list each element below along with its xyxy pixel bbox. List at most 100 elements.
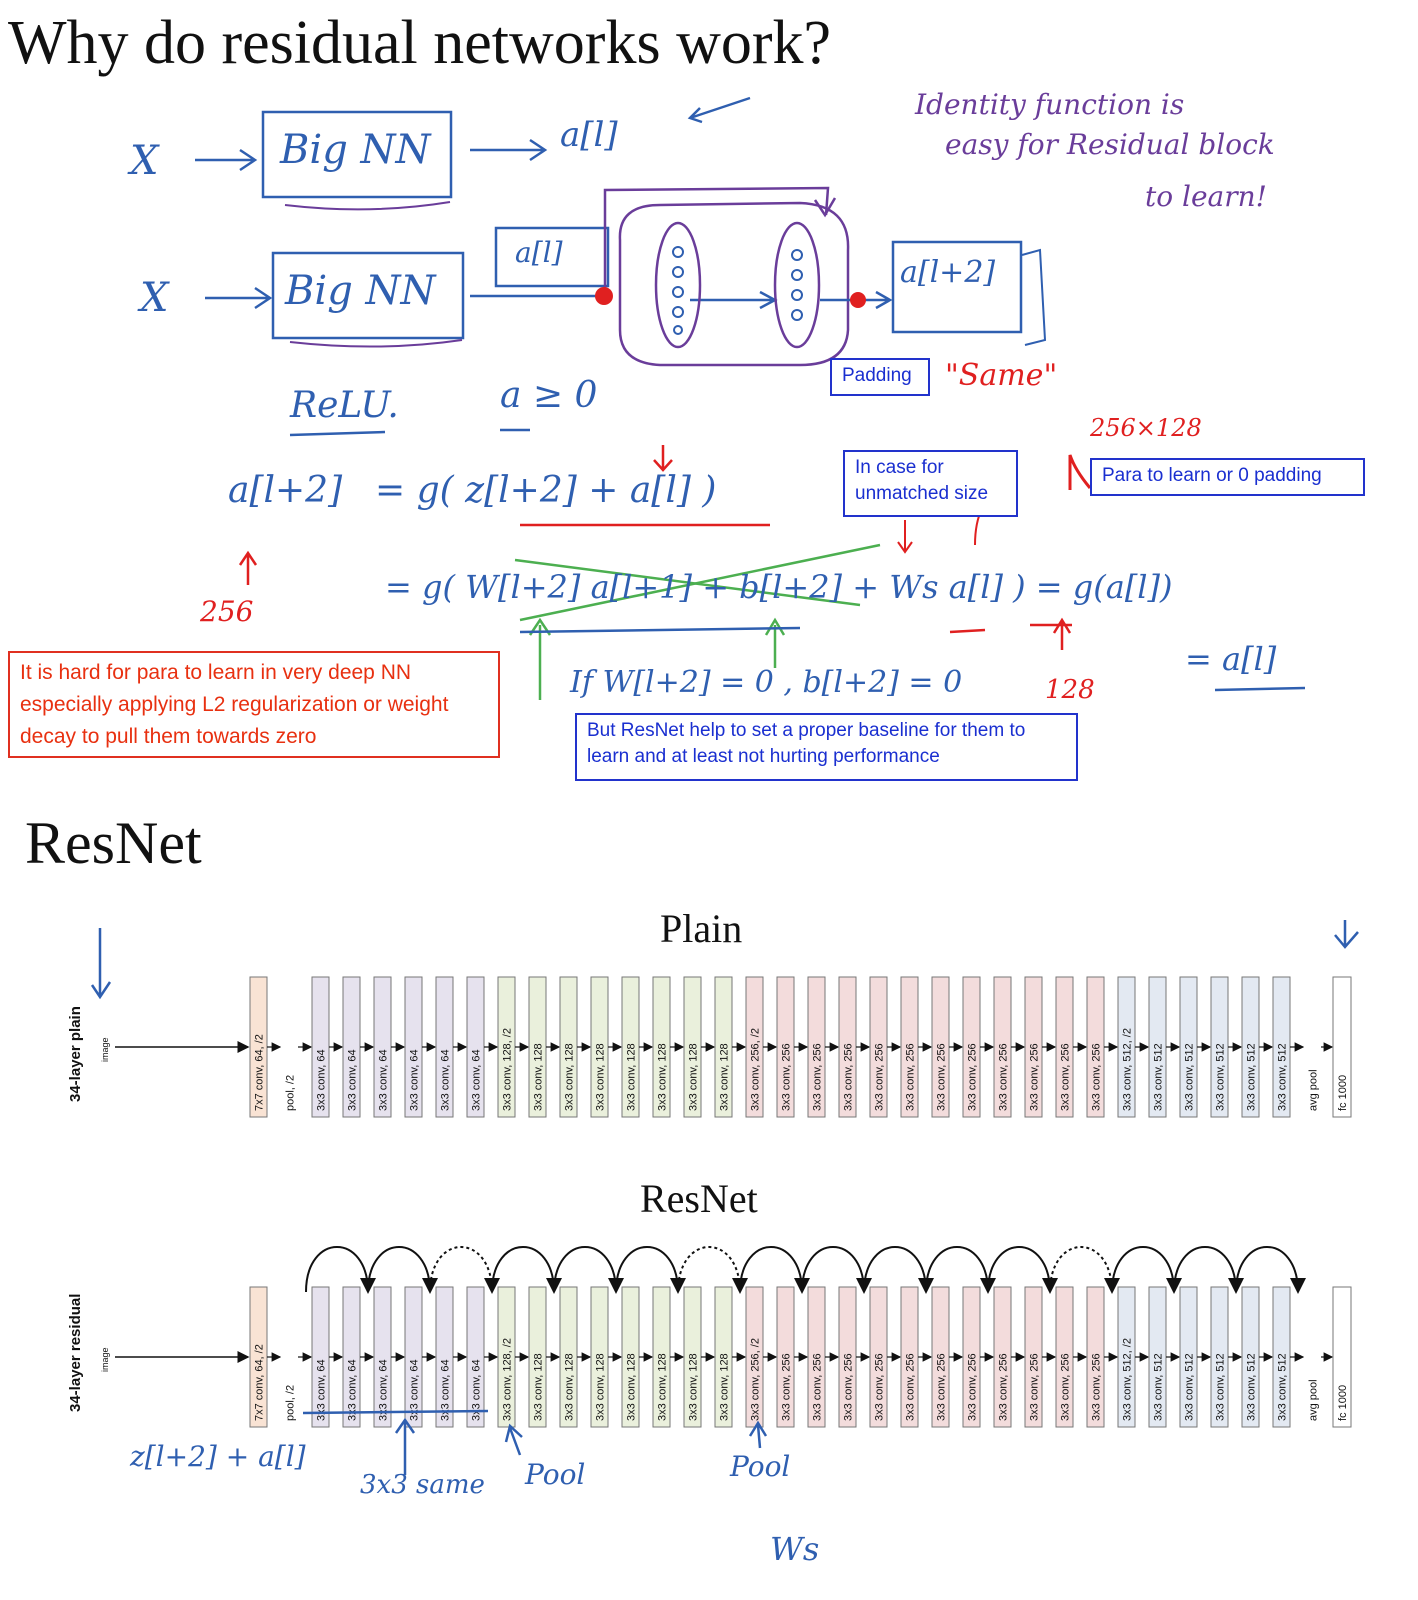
layer-block [1332, 1286, 1352, 1428]
skip-connection [615, 1246, 686, 1294]
layer-label: 3x3 conv, 512 [1215, 1353, 1227, 1421]
layer-label: 3x3 conv, 64 [378, 1359, 390, 1421]
layer-label: 3x3 conv, 512 [1153, 1043, 1165, 1111]
identity-note-2: easy for Residual block [945, 128, 1275, 161]
layer-label: 3x3 conv, 256 [781, 1043, 793, 1111]
layer-label: 3x3 conv, 128 [533, 1043, 545, 1111]
plain-heading: Plain [660, 906, 743, 951]
layer-label: 3x3 conv, 512 [1215, 1043, 1227, 1111]
para-learn-annotation: Para to learn or 0 padding [1090, 458, 1365, 496]
layer-label: 7x7 conv, 64, /2 [254, 1034, 266, 1111]
skip-connection [801, 1246, 872, 1294]
layer-label: 3x3 conv, 64 [471, 1359, 483, 1421]
dims-label: 256×128 [1090, 414, 1202, 442]
layer-label: 3x3 conv, 256 [967, 1353, 979, 1421]
layer-label: 3x3 conv, 64 [471, 1049, 483, 1111]
layer-label: 3x3 conv, 256, /2 [750, 1338, 762, 1421]
skip-connection [1173, 1246, 1244, 1294]
layer-label: 3x3 conv, 256 [874, 1043, 886, 1111]
layer-label: pool, /2 [285, 1075, 297, 1111]
z-plus-a-label: z[l+2] + a[l] [130, 1440, 306, 1473]
layer-label: fc 1000 [1337, 1075, 1349, 1111]
skip-connection [1049, 1246, 1120, 1294]
layer-label: 3x3 conv, 128 [595, 1043, 607, 1111]
neurons [672, 246, 803, 335]
layer-label: 3x3 conv, 64 [316, 1049, 328, 1111]
layer-label: 3x3 conv, 128 [657, 1043, 669, 1111]
red-node-2 [850, 292, 866, 308]
layer-label: 3x3 conv, 64 [316, 1359, 328, 1421]
side-label: 34-layer plain [67, 1006, 84, 1102]
skip-connection [1111, 1246, 1182, 1294]
skip-connection [491, 1246, 562, 1294]
layer-label: 3x3 conv, 64 [440, 1359, 452, 1421]
skip-connection [367, 1246, 438, 1294]
eq1-rhs: = g( z[l+2] + a[l] ) [375, 470, 717, 511]
layer-label: 3x3 conv, 256 [998, 1353, 1010, 1421]
a-l2-box-label: a[l+2] [900, 255, 996, 290]
layer-label: 3x3 conv, 64 [440, 1049, 452, 1111]
layer-label: 3x3 conv, 512 [1153, 1353, 1165, 1421]
layer-label: avg pool [1308, 1069, 1320, 1111]
layer-block [1332, 976, 1352, 1118]
resnet-help-annotation: But ResNet help to set a proper baseline… [575, 713, 1078, 781]
layer-label: 3x3 conv, 256 [874, 1353, 886, 1421]
same-label: "Same" [945, 358, 1058, 393]
ws-label: Ws [770, 1530, 820, 1568]
layer-label: 3x3 conv, 256 [812, 1043, 824, 1111]
layer-label: 3x3 conv, 128 [533, 1353, 545, 1421]
big-nn-label-2: Big NN [285, 268, 436, 314]
layer-label: 3x3 conv, 128 [626, 1353, 638, 1421]
a-l2-box [891, 240, 1023, 334]
layer-label: 3x3 conv, 256 [936, 1043, 948, 1111]
a-l-box-label: a[l] [515, 236, 563, 269]
unmatched-size-annotation: In case for unmatched size [843, 450, 1018, 517]
skip-connection [677, 1246, 748, 1294]
resnet-heading: ResNet [25, 810, 202, 876]
layer-label: 3x3 conv, 64 [347, 1359, 359, 1421]
layer-label: 3x3 conv, 128, /2 [502, 1338, 514, 1421]
layer-label: 3x3 conv, 512 [1246, 1353, 1258, 1421]
residual-block [603, 186, 850, 367]
a-l-box [494, 226, 610, 288]
padding-annotation: Padding [830, 358, 930, 396]
red-node-1 [595, 287, 613, 305]
layer-label: 3x3 conv, 128 [688, 1353, 700, 1421]
layer-label: 3x3 conv, 256 [812, 1353, 824, 1421]
layer-label: 3x3 conv, 512 [1277, 1353, 1289, 1421]
network-diagram: 34-layer plain image 7x7 conv, 64, /2 pool,… [67, 920, 1359, 1475]
skip-connection [739, 1246, 810, 1294]
layer-label: 3x3 conv, 512 [1184, 1353, 1196, 1421]
page-title: Why do residual networks work? [8, 9, 832, 77]
layer-label: 3x3 conv, 256 [905, 1043, 917, 1111]
if-w-b-zero-label: If W[l+2] = 0 , b[l+2] = 0 [570, 665, 963, 700]
input-label: image [100, 1347, 110, 1372]
pool-label-1: Pool [525, 1458, 586, 1491]
layer-label: 3x3 conv, 64 [347, 1049, 359, 1111]
layer-label: 3x3 conv, 128 [657, 1353, 669, 1421]
skip-connection [429, 1246, 500, 1294]
strike-through [514, 543, 881, 700]
handwritten-diagram [195, 96, 1306, 700]
identity-note-3: to learn! [1145, 180, 1267, 213]
layer-label: pool, /2 [285, 1385, 297, 1421]
input-label: image [100, 1037, 110, 1062]
pool-label-2: Pool [730, 1450, 791, 1483]
layer-label: 3x3 conv, 256 [843, 1043, 855, 1111]
layer-label: 3x3 conv, 512 [1246, 1043, 1258, 1111]
relu-label: ReLU. [290, 385, 399, 426]
layer-label: 3x3 conv, 256 [1029, 1043, 1041, 1111]
layer-label: 3x3 conv, 128 [564, 1043, 576, 1111]
identity-note-1: Identity function is [915, 88, 1185, 121]
skip-connection [305, 1246, 376, 1294]
eq1-lhs: a[l+2] [228, 470, 343, 511]
skip-connection [925, 1246, 996, 1294]
a-l-top-label: a[l] [560, 115, 618, 155]
layer-label: 3x3 conv, 256 [1091, 1353, 1103, 1421]
side-label: 34-layer residual [67, 1294, 84, 1412]
layer-label: 3x3 conv, 256 [905, 1353, 917, 1421]
x-label-1: X [130, 138, 159, 184]
skip-connection [553, 1246, 624, 1294]
layer-label: 3x3 conv, 128 [719, 1353, 731, 1421]
